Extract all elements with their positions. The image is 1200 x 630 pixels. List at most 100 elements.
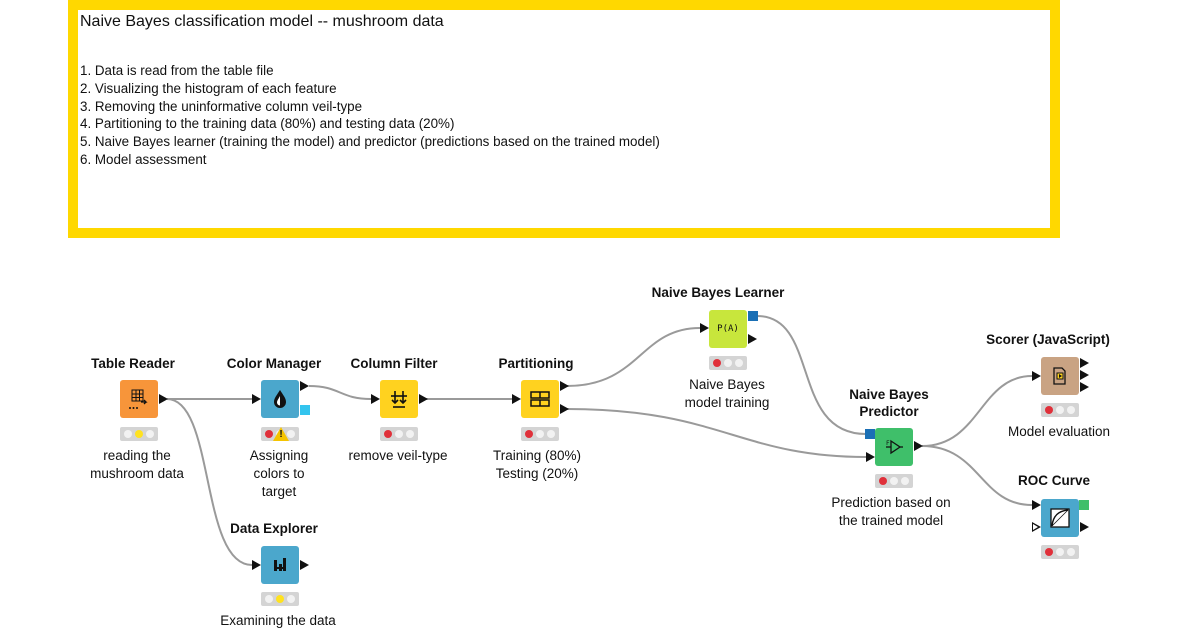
connection-reader-dataexplorer[interactable]: [166, 398, 253, 566]
status-dot: [265, 430, 273, 438]
connection-predictor-scorer[interactable]: [921, 375, 1033, 447]
status-dot: [536, 430, 544, 438]
status-dot: [547, 430, 555, 438]
connection-partitioning-learner[interactable]: [566, 327, 701, 387]
annotation-title: Naive Bayes classification model -- mush…: [80, 13, 444, 30]
warning-mark: !: [279, 429, 283, 440]
status-dot: [735, 359, 743, 367]
status-dot: [1056, 548, 1064, 556]
connection-learner-predictor[interactable]: [756, 315, 867, 435]
status-dot: [1067, 406, 1075, 414]
node-description-line: Testing (20%): [495, 466, 579, 481]
node-title-line: Naive Bayes: [849, 387, 929, 402]
node-title-roc-curve: ROC Curve: [1017, 473, 1091, 488]
annotation-step: 5. Naive Bayes learner (training the mod…: [80, 134, 660, 150]
input-port[interactable]: [252, 560, 261, 570]
model-port[interactable]: [748, 311, 758, 321]
status-dot: [1045, 548, 1053, 556]
learner-icon-text: P(A): [717, 324, 739, 334]
input-port[interactable]: [866, 452, 875, 462]
node-title-table-reader: Table Reader: [91, 356, 175, 371]
node-description-line: Prediction based on: [831, 495, 951, 510]
output-port[interactable]: [300, 381, 309, 391]
nb-predictor-node[interactable]: F: [875, 428, 913, 466]
node-status: [709, 356, 747, 370]
node-description-line: Model evaluation: [1007, 424, 1111, 439]
node-title-nb-learner: Naive Bayes Learner: [651, 285, 785, 300]
output-port[interactable]: [1080, 522, 1089, 532]
status-dot: [1056, 406, 1064, 414]
optional-input-port[interactable]: [1032, 522, 1041, 532]
node-status: [1041, 545, 1079, 559]
output-port[interactable]: [1080, 370, 1089, 380]
node-description-line: Examining the data: [220, 613, 336, 628]
input-port[interactable]: [371, 394, 380, 404]
workflow-annotation[interactable]: Naive Bayes classification model -- mush…: [68, 0, 1060, 238]
column-filter-icon: [380, 380, 418, 418]
annotation-step: 3. Removing the uninformative column vei…: [80, 98, 363, 114]
status-dot: [879, 477, 887, 485]
node-description: Examining the data: [220, 612, 336, 630]
annotation-step: 1. Data is read from the table file: [80, 63, 274, 78]
data-explorer-node[interactable]: [261, 546, 299, 584]
input-port[interactable]: [700, 323, 709, 333]
annotation-step: 2. Visualizing the histogram of each fea…: [80, 80, 337, 96]
status-dot: [276, 595, 284, 603]
output-port[interactable]: [914, 441, 923, 451]
output-port[interactable]: [748, 334, 757, 344]
connection-predictor-roc[interactable]: [921, 445, 1033, 506]
input-port[interactable]: [252, 394, 261, 404]
status-dot: [406, 430, 414, 438]
color-manager-node[interactable]: [261, 380, 299, 418]
output-port[interactable]: [419, 394, 428, 404]
status-dot: [135, 430, 143, 438]
output-port[interactable]: [1080, 358, 1089, 368]
status-dot: [525, 430, 533, 438]
node-description-line: Assigning: [249, 448, 309, 463]
status-dot: [265, 595, 273, 603]
svg-text:F: F: [886, 440, 890, 447]
node-status: [1041, 403, 1079, 417]
node-description-line: Training (80%): [492, 448, 582, 463]
data-explorer-icon: [261, 546, 299, 584]
status-dot: [724, 359, 732, 367]
column-filter-node[interactable]: [380, 380, 418, 418]
node-description: Prediction based on the trained model: [831, 494, 950, 530]
view-port[interactable]: [300, 405, 310, 415]
predictor-icon: F: [875, 428, 913, 466]
status-dot: [713, 359, 721, 367]
node-title-nb-predictor: Naive Bayes Predictor: [849, 386, 929, 420]
node-description-line: colors to: [253, 466, 305, 481]
node-title-partitioning: Partitioning: [498, 356, 574, 371]
node-description: Model evaluation: [1008, 423, 1110, 441]
annotation-step: 6. Model assessment: [80, 151, 207, 167]
input-port[interactable]: [1032, 500, 1041, 510]
node-status: [261, 592, 299, 606]
status-dot: [384, 430, 392, 438]
roc-curve-icon: [1041, 499, 1079, 537]
input-port[interactable]: [512, 394, 521, 404]
partition-icon: [521, 380, 559, 418]
output-port[interactable]: [1080, 382, 1089, 392]
scorer-node[interactable]: [1041, 357, 1079, 395]
output-port[interactable]: [560, 404, 569, 414]
model-input-port[interactable]: [865, 429, 875, 439]
status-dot: [1045, 406, 1053, 414]
nb-learner-node[interactable]: P(A): [709, 310, 747, 348]
connection-partitioning-predictor[interactable]: [566, 408, 867, 458]
connection-colormanager-columnfilter[interactable]: [308, 385, 372, 400]
annotation-step: 4. Partitioning to the training data (80…: [80, 116, 455, 132]
input-port[interactable]: [1032, 371, 1041, 381]
output-port[interactable]: [560, 381, 569, 391]
partitioning-node[interactable]: [521, 380, 559, 418]
node-status: [875, 474, 913, 488]
color-drop-icon: [261, 380, 299, 418]
status-dot: [146, 430, 154, 438]
table-reader-node[interactable]: [120, 380, 158, 418]
roc-curve-node[interactable]: [1041, 499, 1079, 537]
view-port[interactable]: [1079, 500, 1089, 510]
warning-icon[interactable]: [273, 427, 289, 441]
output-port[interactable]: [300, 560, 309, 570]
output-port[interactable]: [159, 394, 168, 404]
node-description-line: mushroom data: [90, 466, 184, 481]
